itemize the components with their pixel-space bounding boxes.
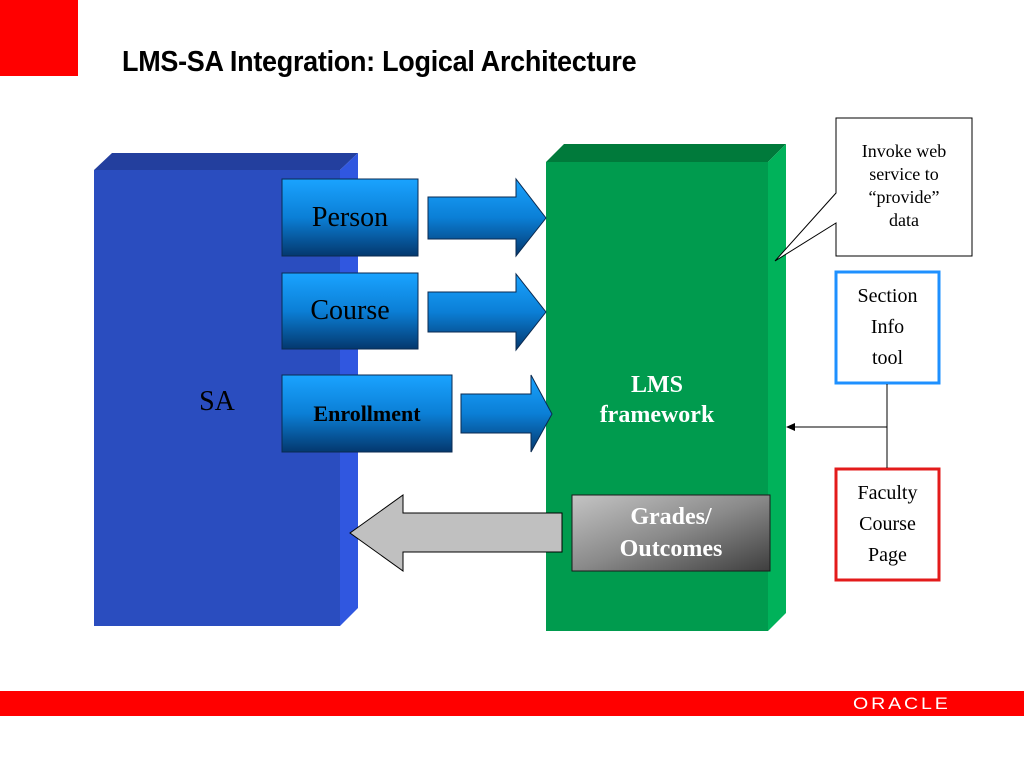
- person-label: Person: [311, 201, 389, 233]
- lms-label-line2: framework: [599, 402, 715, 428]
- enrollment-arrow: [460, 374, 553, 453]
- faculty-course-page-label: Faculty Course Page: [836, 469, 939, 580]
- faculty-line2: Course: [859, 513, 916, 535]
- section-info-tool-box: [834, 270, 941, 385]
- callout-line4: data: [889, 210, 919, 230]
- person-box: [281, 178, 419, 257]
- sa-label: SA: [199, 386, 235, 417]
- course-arrow: [427, 272, 547, 352]
- grades-return-arrow: [349, 494, 563, 572]
- grades-label-line1: Grades/: [630, 504, 712, 530]
- enrollment-box: [281, 374, 453, 453]
- faculty-course-page-box: [834, 467, 941, 582]
- callout-line2: service to: [869, 164, 939, 184]
- enrollment-label: Enrollment: [313, 400, 421, 426]
- callout-line1: Invoke web: [861, 141, 947, 161]
- lms-label: LMS framework: [546, 365, 768, 435]
- course-box: [281, 272, 419, 350]
- section-info-line2: Info: [870, 316, 905, 338]
- footer-bar: [0, 691, 1024, 716]
- course-label: Course: [310, 295, 390, 326]
- callout-bubble: [774, 117, 973, 262]
- section-info-line3: tool: [871, 347, 904, 369]
- lms-label-line1: LMS: [630, 372, 683, 398]
- person-arrow: [427, 177, 547, 258]
- section-info-tool-label: Section Info tool: [836, 272, 939, 383]
- grades-outcomes-label: Grades/ Outcomes: [572, 495, 770, 571]
- faculty-line1: Faculty: [857, 482, 918, 504]
- lms-block-top: [546, 144, 786, 162]
- connector-arrowhead-icon: [786, 423, 795, 431]
- slide-title: LMS-SA Integration: Logical Architecture: [122, 46, 637, 78]
- grades-label-line2: Outcomes: [619, 536, 723, 562]
- callout-text: Invoke web service to “provide” data: [836, 122, 972, 250]
- grades-outcomes-box: [571, 494, 771, 572]
- corner-accent: [0, 0, 78, 76]
- lms-block-side: [768, 144, 786, 631]
- faculty-line3: Page: [868, 544, 907, 566]
- sa-block-top: [94, 153, 358, 170]
- section-info-line1: Section: [857, 285, 918, 307]
- callout-line3: “provide”: [868, 187, 940, 207]
- oracle-logo: ORACLE: [853, 694, 951, 713]
